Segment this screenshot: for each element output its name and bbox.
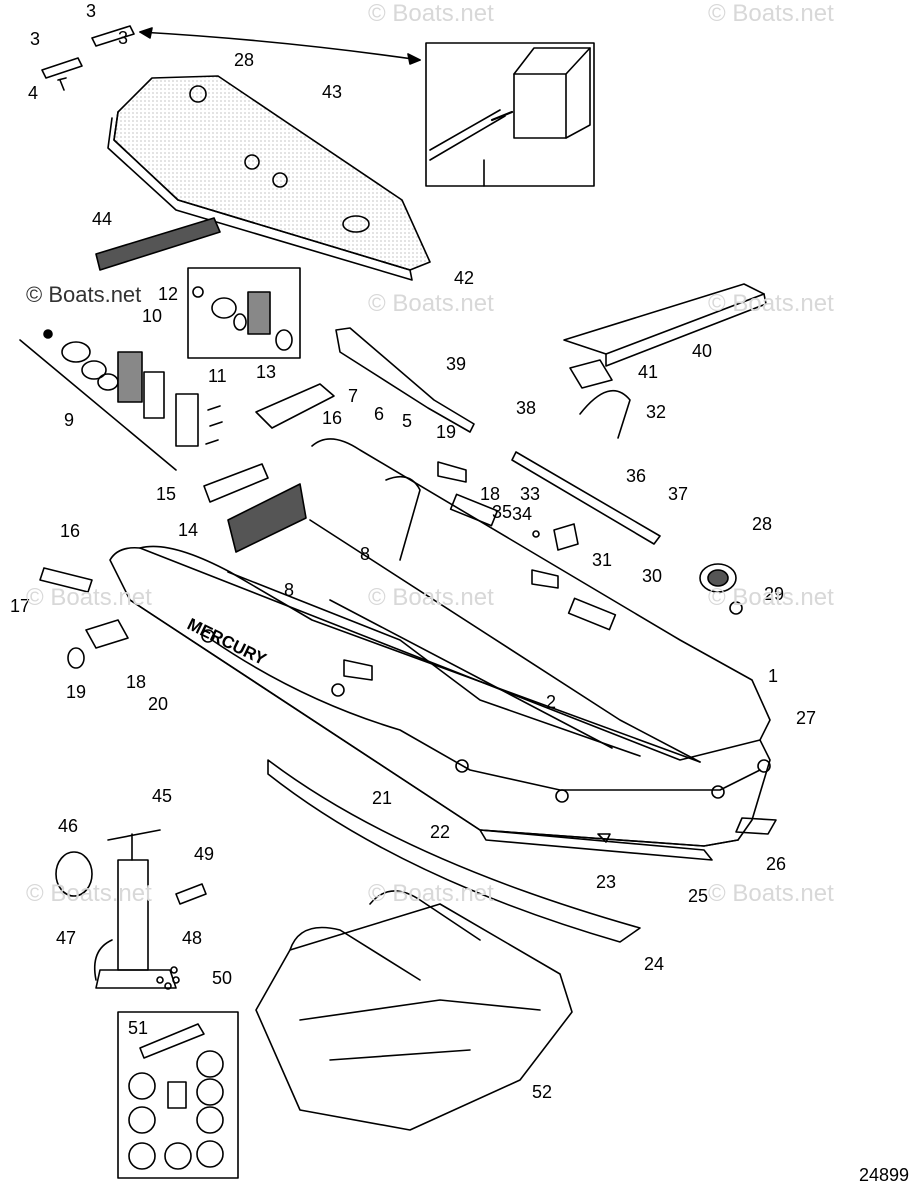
inset-detail-box [425, 42, 595, 187]
callout-label: 43 [322, 82, 342, 102]
callout-label: 17 [10, 596, 30, 616]
callout-label: 15 [156, 484, 176, 504]
callout-label: 41 [638, 362, 658, 382]
callout-label: 10 [142, 306, 162, 326]
oar-shaft [511, 451, 661, 545]
callout-label: 32 [646, 402, 666, 422]
seat-bracket [569, 359, 613, 389]
callout-label: 14 [178, 520, 198, 540]
transom-strip [203, 463, 269, 503]
brand-label: MERCURY [184, 615, 270, 670]
figure-number: 24899 [858, 1165, 909, 1185]
callout-label: 34 [512, 504, 532, 524]
watermark: © Boats.net [368, 584, 494, 611]
transom-board [227, 483, 307, 553]
callout-label: 30 [642, 566, 662, 586]
callout-label: 52 [532, 1082, 552, 1102]
watermark: © Boats.net [708, 880, 834, 907]
inset-pointer-arrow [139, 31, 421, 61]
callout-label: 4 [28, 83, 38, 103]
callout-label: 9 [64, 410, 74, 430]
callout-label: 40 [692, 341, 712, 361]
adapter-fitting [175, 883, 207, 905]
callout-label: 46 [58, 816, 78, 836]
callout-label: 12 [158, 284, 178, 304]
watermark: © Boats.net [26, 880, 152, 907]
callout-label: 19 [436, 422, 456, 442]
watermark: © Boats.net [708, 584, 834, 611]
keel-strip [267, 759, 641, 943]
callout-label: 1 [768, 666, 778, 686]
callout-label: 16 [60, 521, 80, 541]
d-ring-patch [85, 619, 129, 649]
callout-label: 31 [592, 550, 612, 570]
callout-label: 24 [644, 954, 664, 974]
callout-label: 18 [126, 672, 146, 692]
callout-label: 5 [402, 411, 412, 431]
valve-kit [19, 329, 223, 471]
watermark: © Boats.net [708, 0, 834, 27]
callout-label: 44 [92, 209, 112, 229]
watermark: © Boats.net [368, 0, 494, 27]
callout-label: 25 [688, 886, 708, 906]
floor-pin-set [41, 25, 135, 91]
callout-label: 8 [360, 544, 370, 564]
carry-bag [255, 890, 573, 1131]
floor-board [107, 75, 431, 281]
callout-label: 28 [752, 514, 772, 534]
callout-label: 47 [56, 928, 76, 948]
watermark: © Boats.net [26, 282, 142, 307]
callout-label: 26 [766, 854, 786, 874]
callout-label: 19 [66, 682, 86, 702]
tube-end-cap [39, 567, 93, 593]
callout-label: 39 [446, 354, 466, 374]
watermark: © Boats.net [368, 290, 494, 317]
callout-label: 37 [668, 484, 688, 504]
callout-label: 20 [148, 694, 168, 714]
callout-label: 35 [492, 502, 512, 522]
safety-cable [579, 390, 631, 439]
oarlock-assembly [532, 523, 579, 551]
callout-label: 3 [118, 28, 128, 48]
callout-label: 21 [372, 788, 392, 808]
callout-label: 42 [454, 268, 474, 288]
oar [335, 327, 475, 433]
repair-kit-box [117, 1011, 239, 1179]
callout-label: 3 [86, 1, 96, 21]
callout-label: 23 [596, 872, 616, 892]
callout-label: 28 [234, 50, 254, 70]
inflation-valve [699, 563, 743, 615]
callout-label: 51 [128, 1018, 148, 1038]
callout-label: 33 [520, 484, 540, 504]
watermark: © Boats.net [708, 290, 834, 317]
watermark: © Boats.net [368, 880, 494, 907]
keel-patch [95, 217, 221, 271]
callout-label: 36 [626, 466, 646, 486]
callout-label: 13 [256, 362, 276, 382]
inflatable-boat [109, 438, 777, 861]
callout-label: 7 [348, 386, 358, 406]
seat-cover [255, 383, 335, 429]
watermark: © Boats.net [26, 584, 152, 611]
callout-label: 8 [284, 580, 294, 600]
callout-label: 45 [152, 786, 172, 806]
valve-inset-box [187, 267, 301, 359]
callout-label: 27 [796, 708, 816, 728]
callout-label: 22 [430, 822, 450, 842]
callout-label: 48 [182, 928, 202, 948]
callout-label: 6 [374, 404, 384, 424]
callout-label: 2 [546, 692, 556, 712]
callout-label: 11 [208, 366, 227, 386]
callout-label: 29 [764, 584, 784, 604]
callout-label: 3 [30, 29, 40, 49]
callout-label: 16 [322, 408, 342, 428]
pressure-gauge [55, 851, 93, 897]
callout-label: 50 [212, 968, 232, 988]
foot-pump [93, 829, 180, 990]
callout-label: 18 [480, 484, 500, 504]
callout-label: 38 [516, 398, 536, 418]
callout-label: 49 [194, 844, 214, 864]
